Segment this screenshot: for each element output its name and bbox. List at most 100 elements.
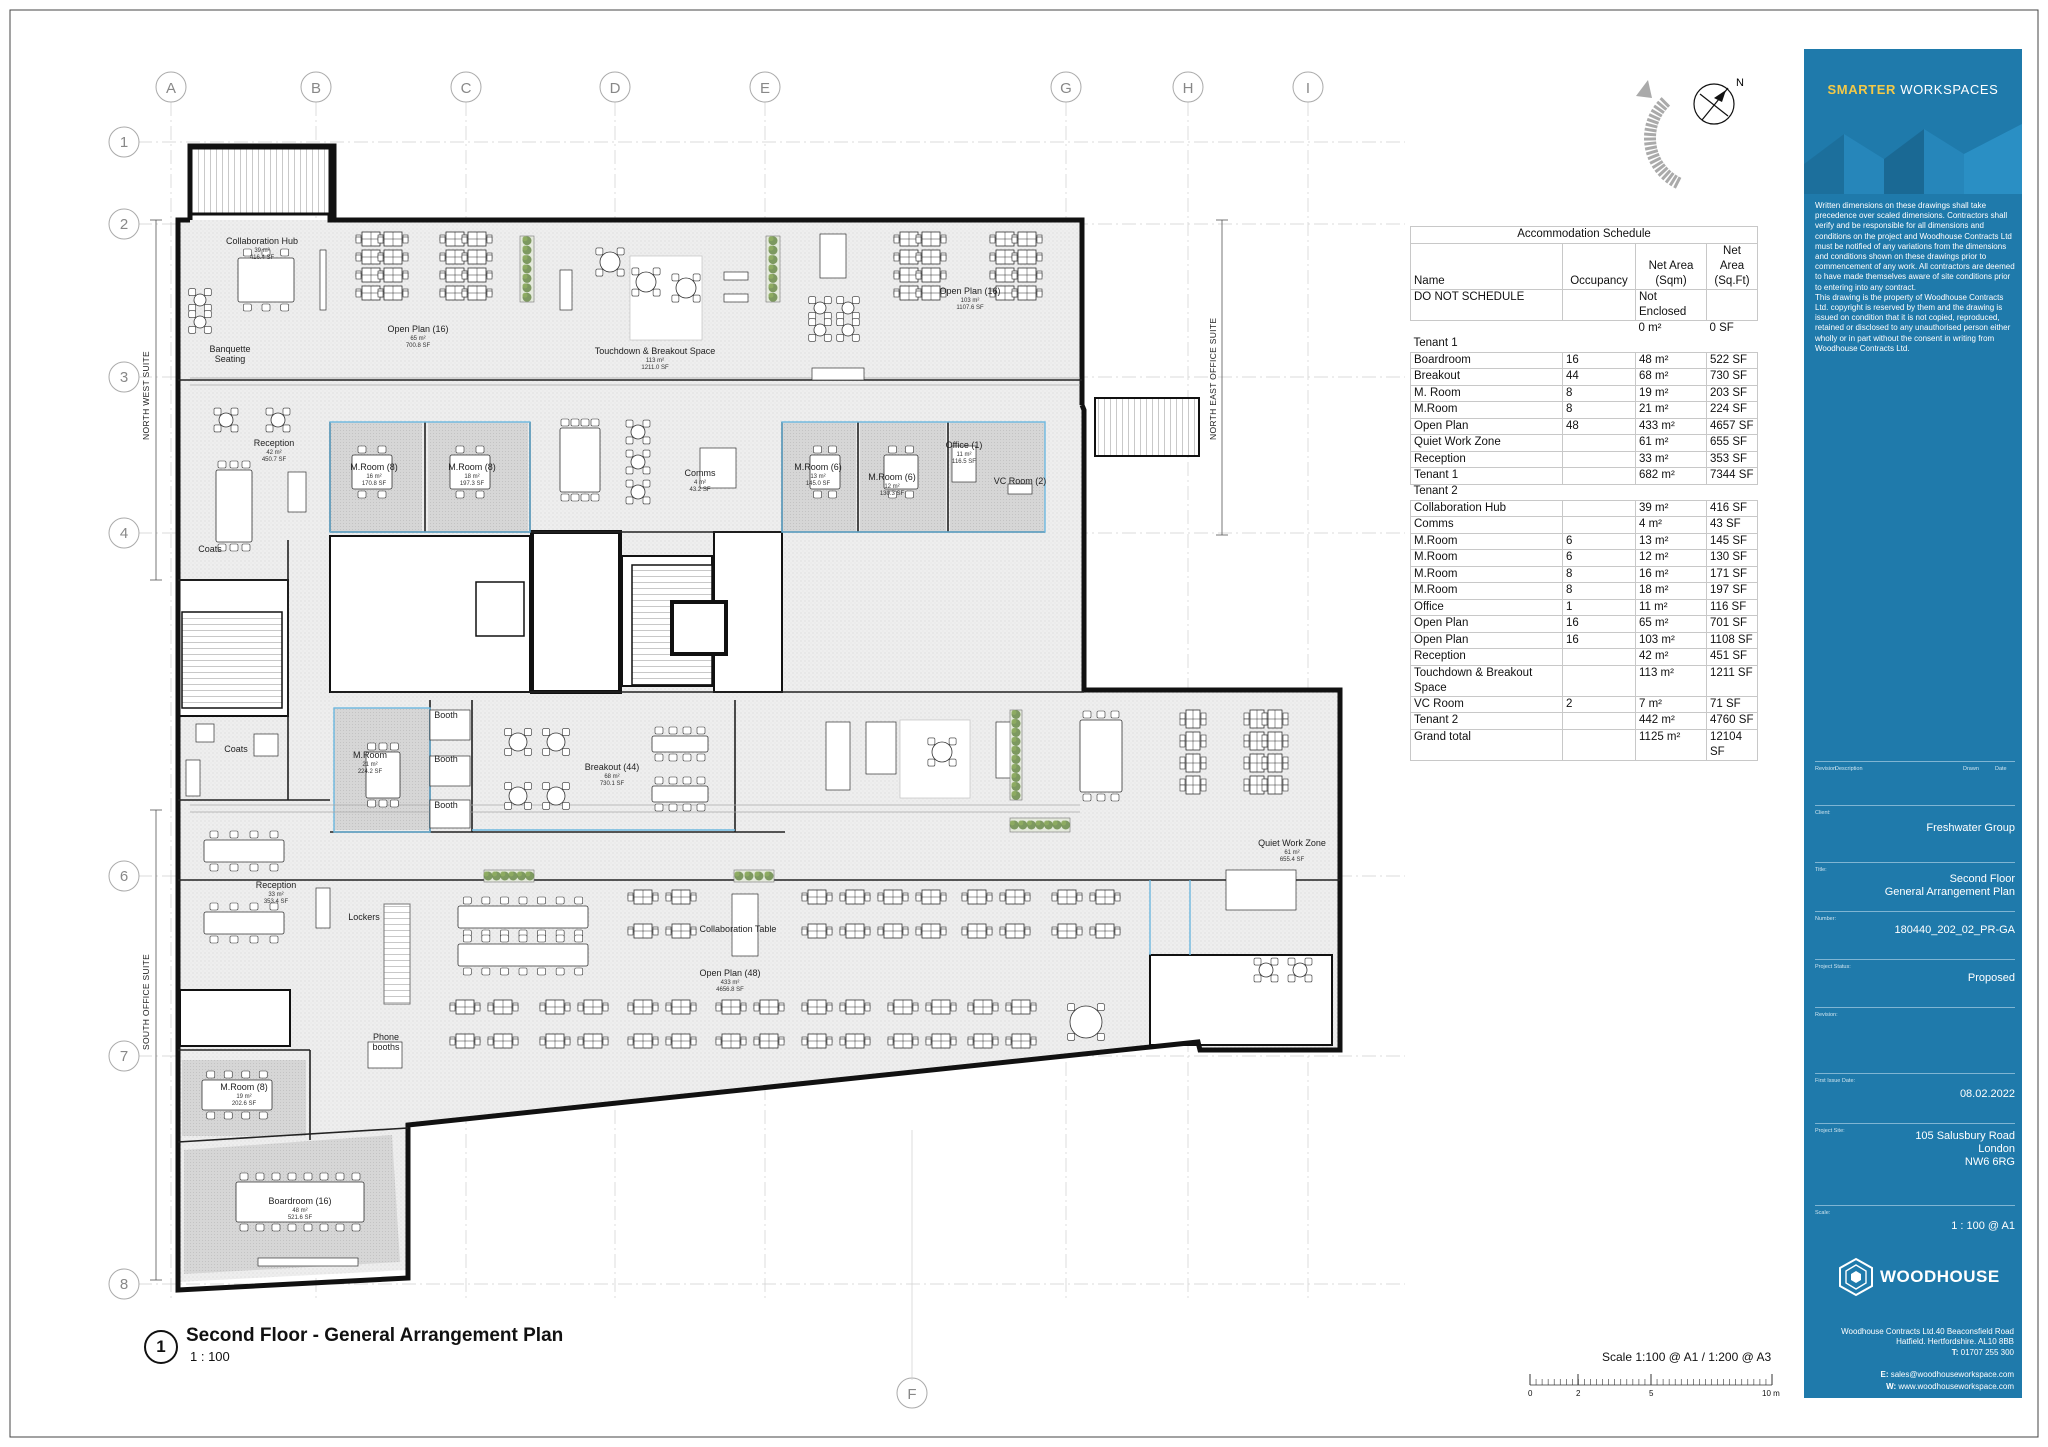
- schedule-cell: 433 m²: [1635, 417, 1707, 435]
- schedule-title-row: Accommodation Schedule: [1410, 226, 1758, 244]
- schedule-cell: 197 SF: [1706, 582, 1758, 600]
- schedule-cell: Boardroom: [1410, 351, 1563, 369]
- svg-text:416.4 SF: 416.4 SF: [250, 255, 275, 261]
- stair-core-north: [188, 146, 332, 216]
- grid-bubble-B: B: [300, 71, 332, 103]
- rev-col-revision: Revision: [1815, 766, 1837, 772]
- svg-text:Boardroom (16): Boardroom (16): [268, 1196, 331, 1206]
- balcony-hatching: [190, 377, 1080, 813]
- svg-text:2: 2: [120, 216, 128, 233]
- email-link[interactable]: sales@woodhouseworkspace.com: [1888, 1370, 2014, 1379]
- schedule-cell: 7344 SF: [1706, 467, 1758, 485]
- rev-col-description: Description: [1835, 766, 1863, 772]
- rev-col-date: Date: [1995, 766, 2007, 772]
- svg-text:655.4 SF: 655.4 SF: [1280, 857, 1305, 863]
- schedule-cell: [1636, 336, 1707, 352]
- svg-text:I: I: [1306, 80, 1310, 97]
- svg-text:103 m²: 103 m²: [961, 298, 980, 304]
- schedule-cell: Open Plan: [1410, 631, 1563, 649]
- grid-bubble-C: C: [450, 71, 482, 103]
- site-field: Project Site: 105 Salusbury Road London …: [1815, 1123, 2015, 1206]
- schedule-cell: 103 m²: [1635, 631, 1707, 649]
- logo-wordmark: WOODHOUSE: [1880, 1267, 2000, 1286]
- schedule-cell: 1: [1562, 598, 1636, 616]
- svg-text:Lockers: Lockers: [348, 912, 380, 922]
- svg-text:F: F: [907, 1386, 916, 1403]
- schedule-cell: 16 m²: [1635, 565, 1707, 583]
- schedule-cell: 8: [1562, 582, 1636, 600]
- schedule-cell: 7 m²: [1635, 695, 1707, 713]
- svg-text:M.Room: M.Room: [353, 750, 387, 760]
- scale-bar-caption: Scale 1:100 @ A1 / 1:200 @ A3: [1602, 1350, 1772, 1364]
- schedule-cell: [1562, 516, 1636, 534]
- schedule-cell: 1211 SF: [1706, 664, 1758, 697]
- company-phone: T: 01707 255 300: [1804, 1348, 2014, 1358]
- svg-text:Booth: Booth: [434, 800, 458, 810]
- svg-text:170.8 SF: 170.8 SF: [362, 481, 387, 487]
- date-value: 08.02.2022: [1959, 1088, 2015, 1100]
- room-label-12: VC Room (2): [994, 476, 1047, 486]
- web-link[interactable]: www.woodhouseworkspace.com: [1896, 1382, 2014, 1391]
- scale-value: 1 : 100 @ A1: [1951, 1220, 2015, 1232]
- svg-text:M.Room (6): M.Room (6): [794, 462, 842, 472]
- grid-bubble-4: 4: [108, 517, 140, 549]
- email-label: E:: [1880, 1370, 1889, 1379]
- schedule-cell: 416 SF: [1706, 499, 1758, 517]
- title-label: Title:: [1815, 867, 1827, 873]
- number-label: Number:: [1815, 916, 1837, 922]
- schedule-cell: [1563, 484, 1636, 500]
- schedule-cell: 39 m²: [1635, 499, 1707, 517]
- svg-text:Collaboration Table: Collaboration Table: [700, 924, 777, 934]
- svg-text:18 m²: 18 m²: [464, 474, 479, 480]
- svg-text:Reception: Reception: [254, 438, 295, 448]
- geometric-banner: [1804, 124, 2022, 194]
- svg-text:33 m²: 33 m²: [268, 892, 283, 898]
- schedule-cell: [1707, 336, 1758, 352]
- svg-text:Banquette: Banquette: [209, 344, 250, 354]
- svg-text:H: H: [1183, 80, 1194, 97]
- svg-text:12 m²: 12 m²: [884, 484, 899, 490]
- schedule-cell: M. Room: [1410, 384, 1563, 402]
- phone-value: 01707 255 300: [1958, 1348, 2014, 1357]
- plan-title: Second Floor - General Arrangement Plan: [186, 1325, 564, 1346]
- company-web: W: www.woodhouseworkspace.com: [1804, 1381, 2014, 1392]
- schedule-cell: 224 SF: [1706, 401, 1758, 419]
- schedule-cell: 16: [1562, 351, 1636, 369]
- schedule-cell: [1562, 712, 1636, 730]
- schedule-cell: Reception: [1410, 648, 1563, 666]
- schedule-cell: 353 SF: [1706, 450, 1758, 468]
- svg-text:353.4 SF: 353.4 SF: [264, 899, 289, 905]
- svg-text:6: 6: [120, 868, 128, 885]
- web-label: W:: [1886, 1382, 1897, 1391]
- client-label: Client:: [1815, 810, 1831, 816]
- svg-text:Coats: Coats: [224, 744, 248, 754]
- grid-bubble-1: 1: [108, 126, 140, 158]
- svg-text:4 m²: 4 m²: [694, 480, 706, 486]
- svg-text:Open Plan (48): Open Plan (48): [699, 968, 760, 978]
- schedule-cell: [1707, 484, 1758, 500]
- schedule-cell: 116 SF: [1706, 598, 1758, 616]
- svg-text:145.0 SF: 145.0 SF: [806, 481, 831, 487]
- schedule-cell: Tenant 2: [1413, 485, 1458, 497]
- scale-field: Scale: 1 : 100 @ A1: [1815, 1205, 2015, 1242]
- svg-text:C: C: [461, 80, 472, 97]
- schedule-cell: 48: [1562, 417, 1636, 435]
- grid-bubble-G: G: [1050, 71, 1082, 103]
